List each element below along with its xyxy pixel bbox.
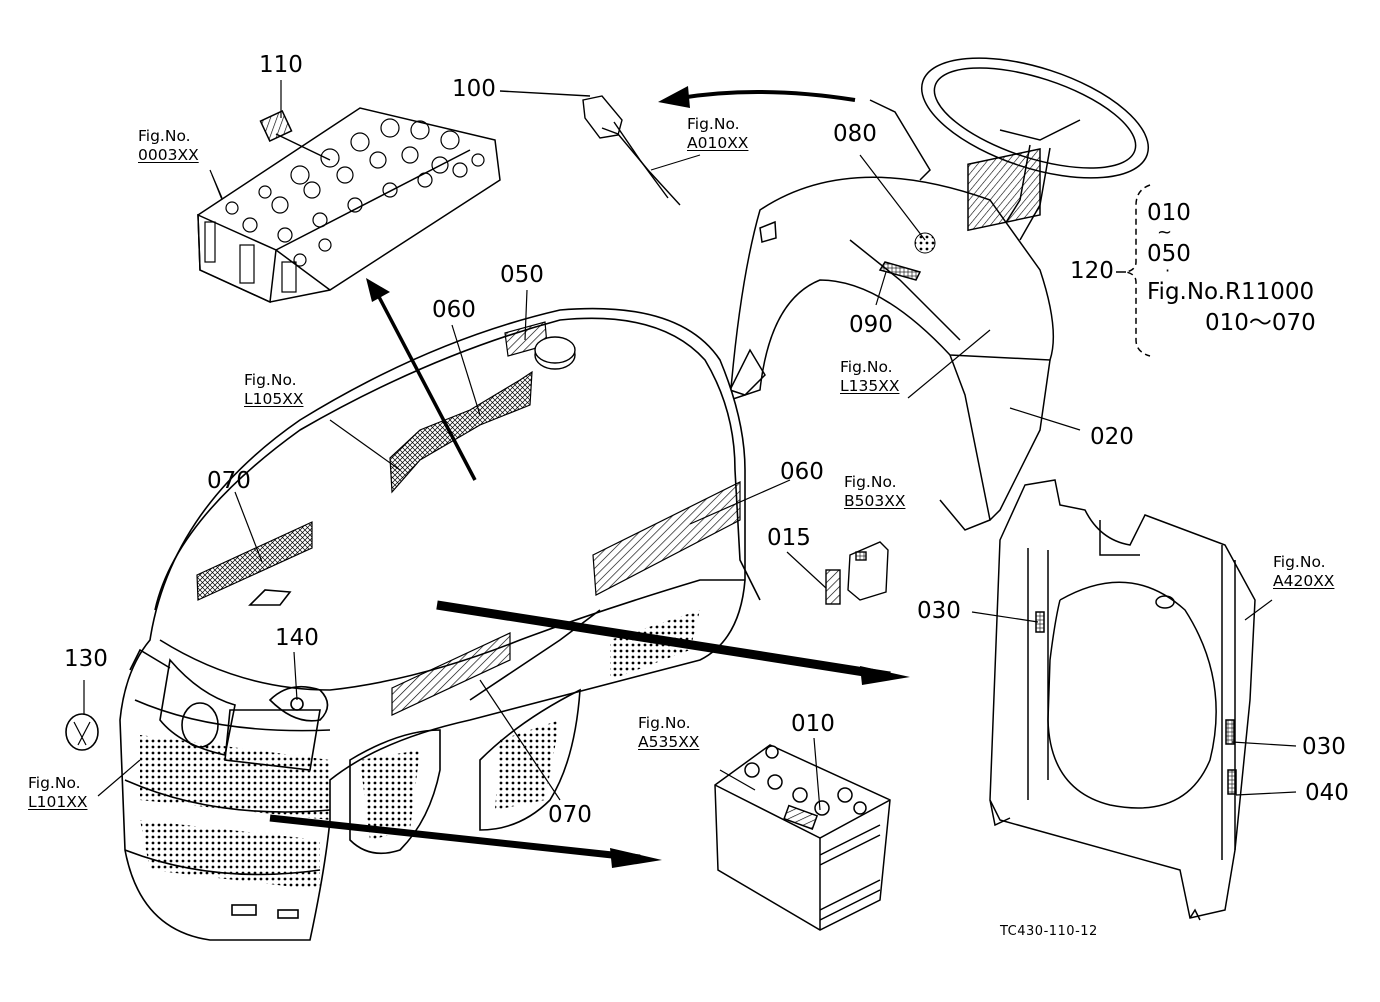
battery-drawing xyxy=(714,744,891,931)
cylinder-head-drawing xyxy=(197,107,501,304)
figref-head: Fig.No. xyxy=(138,127,191,145)
callout-010: 010 xyxy=(791,711,835,737)
group-note-range-start: 010 xyxy=(1147,200,1191,226)
figref-L105XX: Fig.No. L105XX xyxy=(244,371,303,410)
figref-B503XX: Fig.No. B503XX xyxy=(844,473,905,512)
figref-head: Fig.No. xyxy=(844,473,897,491)
badge-emblem xyxy=(65,713,99,751)
figref-A535XX: Fig.No. A535XX xyxy=(638,714,699,753)
callout-040: 040 xyxy=(1305,780,1349,806)
callout-030-left: 030 xyxy=(917,598,961,624)
leader-lines xyxy=(83,80,1297,811)
figref-A420XX: Fig.No. A420XX xyxy=(1273,553,1334,592)
part-b503-drawing xyxy=(825,541,889,605)
callout-070-left: 070 xyxy=(207,468,251,494)
figref-code: L105XX xyxy=(244,390,304,409)
group-note: 010 ~ 050 · Fig.No.R11000 010～070 xyxy=(1147,200,1316,336)
figref-A010XX: Fig.No. A010XX xyxy=(687,115,748,154)
callout-110: 110 xyxy=(259,52,303,78)
figref-head: Fig.No. xyxy=(244,371,297,389)
figref-code: 0003XX xyxy=(138,146,199,165)
figref-code: A010XX xyxy=(687,134,749,153)
figref-L101XX: Fig.No. L101XX xyxy=(28,774,87,813)
figref-code: L135XX xyxy=(840,377,900,396)
group-bracket xyxy=(1116,184,1151,357)
callout-030-right: 030 xyxy=(1302,734,1346,760)
figref-head: Fig.No. xyxy=(28,774,81,792)
figref-code: A420XX xyxy=(1273,572,1335,591)
drawing-code: TC430-110-12 xyxy=(1000,924,1098,939)
lever-drawing xyxy=(499,90,701,206)
group-note-figref: Fig.No.R11000 xyxy=(1147,279,1315,306)
callout-070-bottom: 070 xyxy=(548,802,592,828)
arrow-to-shroud xyxy=(436,600,910,685)
callout-020: 020 xyxy=(1090,424,1134,450)
grille-pattern xyxy=(140,610,700,890)
figref-code: L101XX xyxy=(28,793,88,812)
callout-060-top: 060 xyxy=(432,297,476,323)
group-note-subrange: 010～070 xyxy=(1205,309,1316,336)
figref-head: Fig.No. xyxy=(638,714,691,732)
fan-shroud-drawing xyxy=(989,479,1256,921)
figref-code: A535XX xyxy=(638,733,700,752)
hood-decals xyxy=(196,321,741,716)
figref-head: Fig.No. xyxy=(687,115,740,133)
figref-0003XX: Fig.No. 0003XX xyxy=(138,127,199,166)
callout-080: 080 xyxy=(833,121,877,147)
arrow-top xyxy=(679,90,856,102)
arrow-to-battery xyxy=(269,814,662,868)
callout-015: 015 xyxy=(767,525,811,551)
group-note-dot: · xyxy=(1165,261,1171,281)
callout-130: 130 xyxy=(64,646,108,672)
figref-code: B503XX xyxy=(844,492,906,511)
callout-100: 100 xyxy=(452,76,496,102)
fuel-cap xyxy=(534,336,576,370)
figref-head: Fig.No. xyxy=(840,358,893,376)
group-note-range-end: 050 xyxy=(1147,240,1191,267)
callout-050: 050 xyxy=(500,262,544,288)
figref-head: Fig.No. xyxy=(1273,553,1326,571)
callout-060-side: 060 xyxy=(780,459,824,485)
group-note-tilde: ~ xyxy=(1157,222,1173,244)
figref-L135XX: Fig.No. L135XX xyxy=(840,358,899,397)
callout-120: 120 xyxy=(1070,258,1114,284)
callout-090: 090 xyxy=(849,312,893,338)
callout-140: 140 xyxy=(275,625,319,651)
arrow-to-engine xyxy=(366,278,477,481)
